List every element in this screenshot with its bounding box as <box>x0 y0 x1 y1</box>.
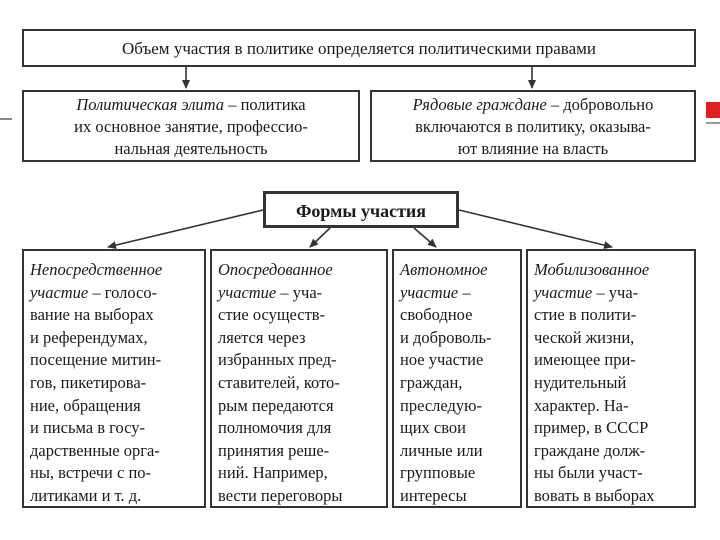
top-rights-text: Объем участия в политике определяется по… <box>121 39 597 58</box>
col-line: интересы <box>400 485 467 505</box>
col-line: ческой жизни, <box>534 327 635 347</box>
elite-line3: нальная деятельность <box>114 139 268 158</box>
col-line: ны, встречи с по- <box>30 463 152 483</box>
direct-participation-box: Непосредственное участие – голосо- вание… <box>22 249 206 508</box>
col-line: и референдумах, <box>30 327 148 347</box>
elite-box: Политическая элита – политика их основно… <box>22 90 360 162</box>
col-line: ны были участ- <box>534 463 643 483</box>
col-line: ние, обращения <box>30 395 141 415</box>
col-first-rest: – уча- <box>592 282 639 302</box>
col-line: нудительный <box>534 372 627 392</box>
top-rights-box: Объем участия в политике определяется по… <box>22 29 696 67</box>
forms-title-box: Формы участия <box>263 191 459 228</box>
col-first-rest: – голосо- <box>88 282 158 302</box>
citizens-term: Рядовые граждане <box>412 95 547 114</box>
col-term-line: Непосредственное <box>30 260 163 279</box>
col-line: пример, в СССР <box>534 418 649 438</box>
col-line: ний. Например, <box>218 463 328 483</box>
col-first-rest: – уча- <box>276 282 323 302</box>
col-line: посещение митин- <box>30 350 162 370</box>
elite-line1: – политика <box>224 95 306 114</box>
col-line: свободное <box>400 305 473 325</box>
elite-term: Политическая элита <box>76 95 225 114</box>
col-line: граждане долж- <box>534 440 646 460</box>
col-line: стие осуществ- <box>218 305 326 325</box>
elite-line2: их основное занятие, профессио- <box>74 117 308 136</box>
col-term-line: участие <box>400 282 459 302</box>
col-line: полномочия для <box>218 418 332 438</box>
col-line: ставителей, кото- <box>218 372 340 392</box>
citizens-line3: ют влияние на власть <box>457 139 609 158</box>
col-line: литиками и т. д. <box>30 485 142 505</box>
col-line: ляется через <box>218 327 306 347</box>
col-line: вание на выборах <box>30 305 154 325</box>
col-line: щих свои <box>400 418 466 438</box>
col-term-line: участие <box>30 282 89 302</box>
mobilized-participation-box: Мобилизованное участие – уча- стие в пол… <box>526 249 696 508</box>
col-term-line: Автономное <box>400 260 488 279</box>
right-edge-mark <box>706 122 720 124</box>
col-term-line: участие <box>218 282 277 302</box>
col-line: характер. На- <box>534 395 629 415</box>
arrow-to-indirect <box>309 227 331 248</box>
citizens-line1: – добровольно <box>546 95 654 114</box>
col-line: ное участие <box>400 350 484 370</box>
col-first-rest: – <box>458 282 471 302</box>
forms-title: Формы участия <box>295 201 427 221</box>
col-line: граждан, <box>400 372 463 392</box>
arrow-to-mobilized <box>458 209 613 250</box>
col-term-line: участие <box>534 282 593 302</box>
col-line: дарственные орга- <box>30 440 160 460</box>
citizens-box: Рядовые граждане – добровольно включаютс… <box>370 90 696 162</box>
col-line: стие в полити- <box>534 305 637 325</box>
col-line: рым передаются <box>218 395 334 415</box>
arrow-to-autonomous <box>413 227 437 248</box>
col-line: личные или <box>400 440 483 460</box>
citizens-line2: включаются в политику, оказыва- <box>415 117 651 136</box>
red-edge-marker <box>706 102 720 118</box>
col-term-line: Мобилизованное <box>534 260 650 279</box>
col-line: и доброволь- <box>400 327 492 347</box>
col-line: имеющее при- <box>534 350 636 370</box>
left-edge-mark <box>0 118 12 120</box>
col-line: вовать в выборах <box>534 485 655 505</box>
col-line: вести переговоры <box>218 485 343 505</box>
col-line: и письма в госу- <box>30 418 146 438</box>
indirect-participation-box: Опосредованное участие – уча- стие осуще… <box>210 249 388 508</box>
col-line: избранных пред- <box>218 350 337 370</box>
autonomous-participation-box: Автономное участие – свободное и доброво… <box>392 249 522 508</box>
col-line: преследую- <box>400 395 482 415</box>
col-line: гов, пикетирова- <box>30 372 147 392</box>
col-term-line: Опосредованное <box>218 260 333 279</box>
col-line: принятия реше- <box>218 440 330 460</box>
arrow-to-direct <box>107 209 264 250</box>
col-line: групповые <box>400 463 476 483</box>
